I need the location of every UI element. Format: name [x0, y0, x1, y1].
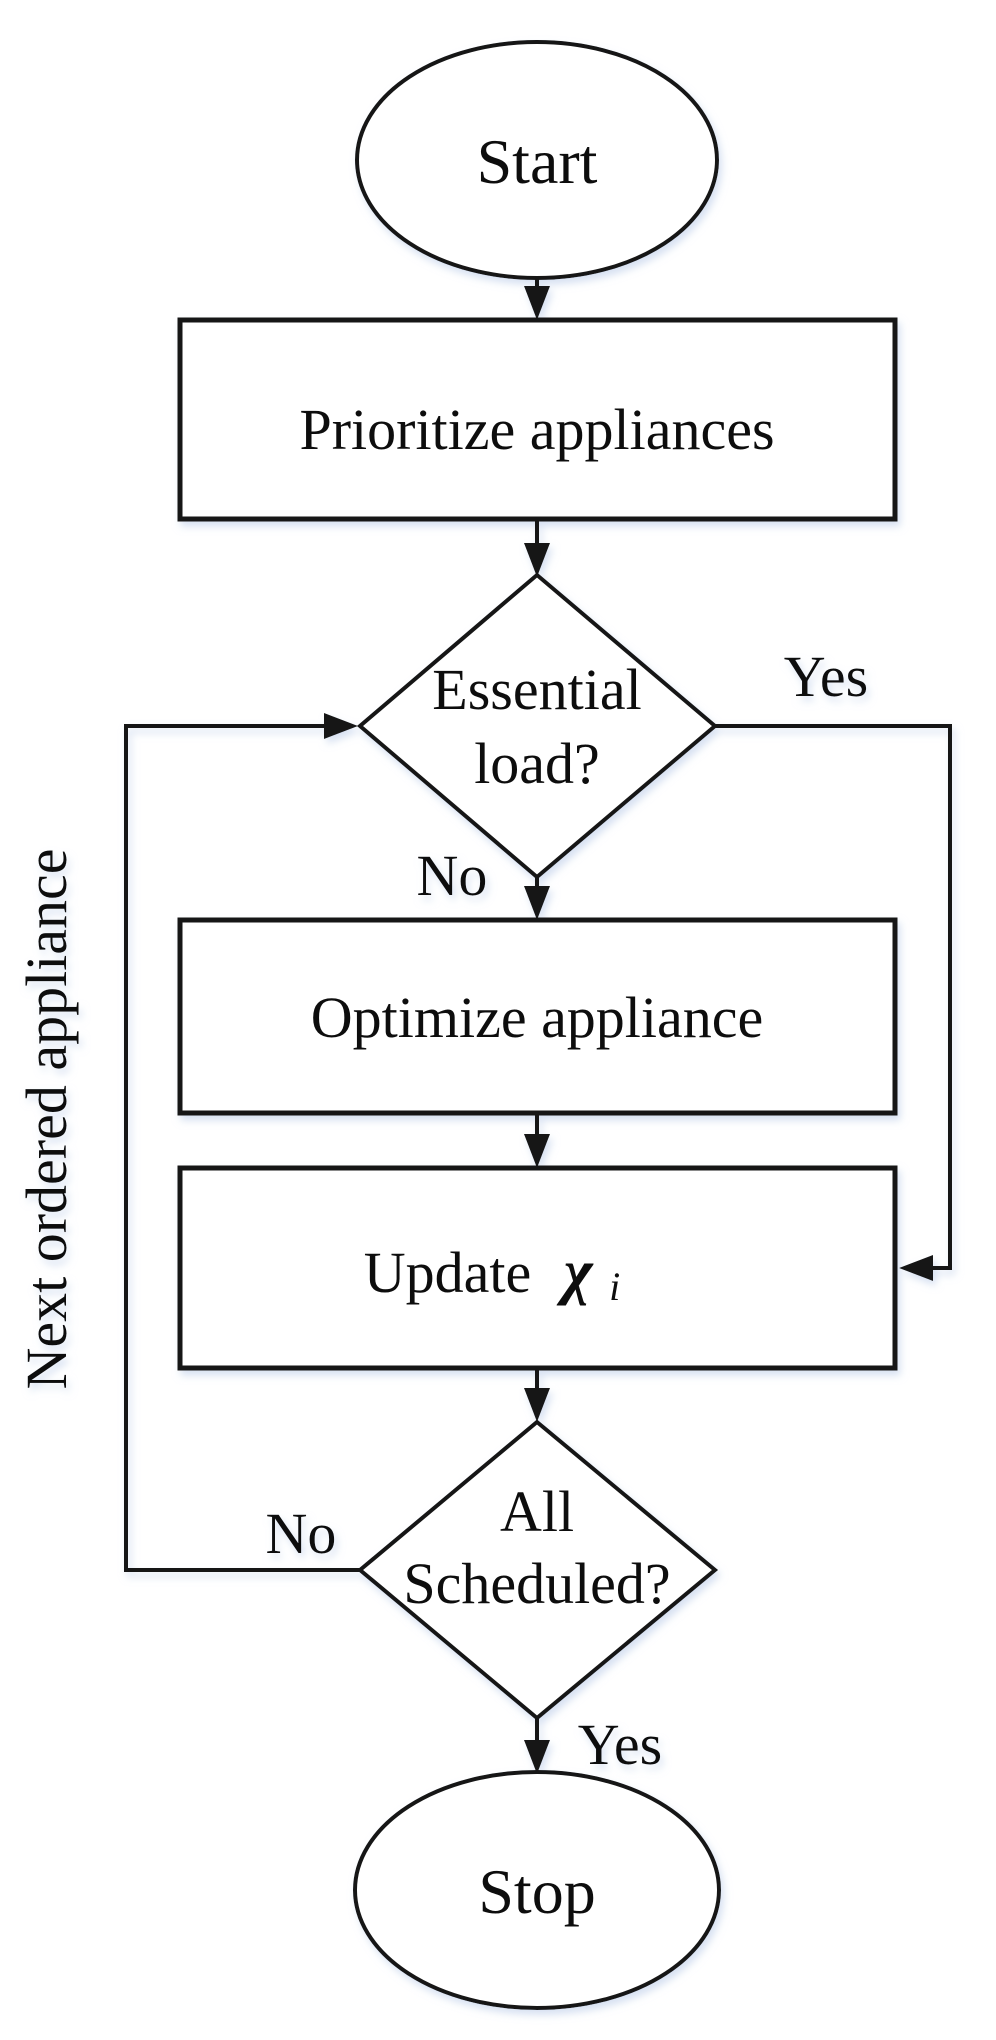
- arrowhead-down-icon: [524, 1388, 550, 1422]
- scheduled-no-label: No: [266, 1501, 337, 1566]
- arrowhead-down-icon: [524, 1740, 550, 1774]
- update-chi-label-prefix: Update: [364, 1240, 532, 1305]
- essential-load-label-line2: load?: [474, 731, 600, 796]
- loopback-label: Next ordered appliance: [14, 848, 79, 1389]
- scheduled-yes-label: Yes: [578, 1712, 662, 1777]
- optimize-label: Optimize appliance: [311, 985, 764, 1050]
- start-label: Start: [477, 126, 598, 197]
- stop-label: Stop: [478, 1856, 595, 1927]
- update-chi-node: [177, 1165, 898, 1371]
- essential-load-label-line1: Essential: [432, 657, 641, 722]
- arrowhead-down-icon: [524, 543, 550, 577]
- optimize-node: [177, 917, 898, 1116]
- all-scheduled-label-line1: All: [500, 1479, 574, 1544]
- update-chi-label: Update χ i: [364, 1238, 620, 1309]
- arrowhead-right-icon: [324, 713, 358, 739]
- arrowhead-down-icon: [524, 886, 550, 920]
- edge-scheduled-no-loopback: [124, 724, 360, 1572]
- essential-load-decision: [356, 572, 719, 880]
- arrowhead-down-icon: [524, 1134, 550, 1168]
- arrowhead-left-icon: [899, 1255, 933, 1281]
- arrowhead-down-icon: [524, 286, 550, 320]
- edge-essential-yes-bypass: [715, 724, 952, 1270]
- essential-no-label: No: [417, 843, 488, 908]
- all-scheduled-label-line2: Scheduled?: [403, 1551, 670, 1616]
- essential-yes-label: Yes: [784, 644, 868, 709]
- chi-subscript: i: [609, 1264, 620, 1309]
- stop-node: [353, 1770, 721, 2010]
- prioritize-node: [177, 317, 898, 522]
- prioritize-label: Prioritize appliances: [299, 397, 774, 462]
